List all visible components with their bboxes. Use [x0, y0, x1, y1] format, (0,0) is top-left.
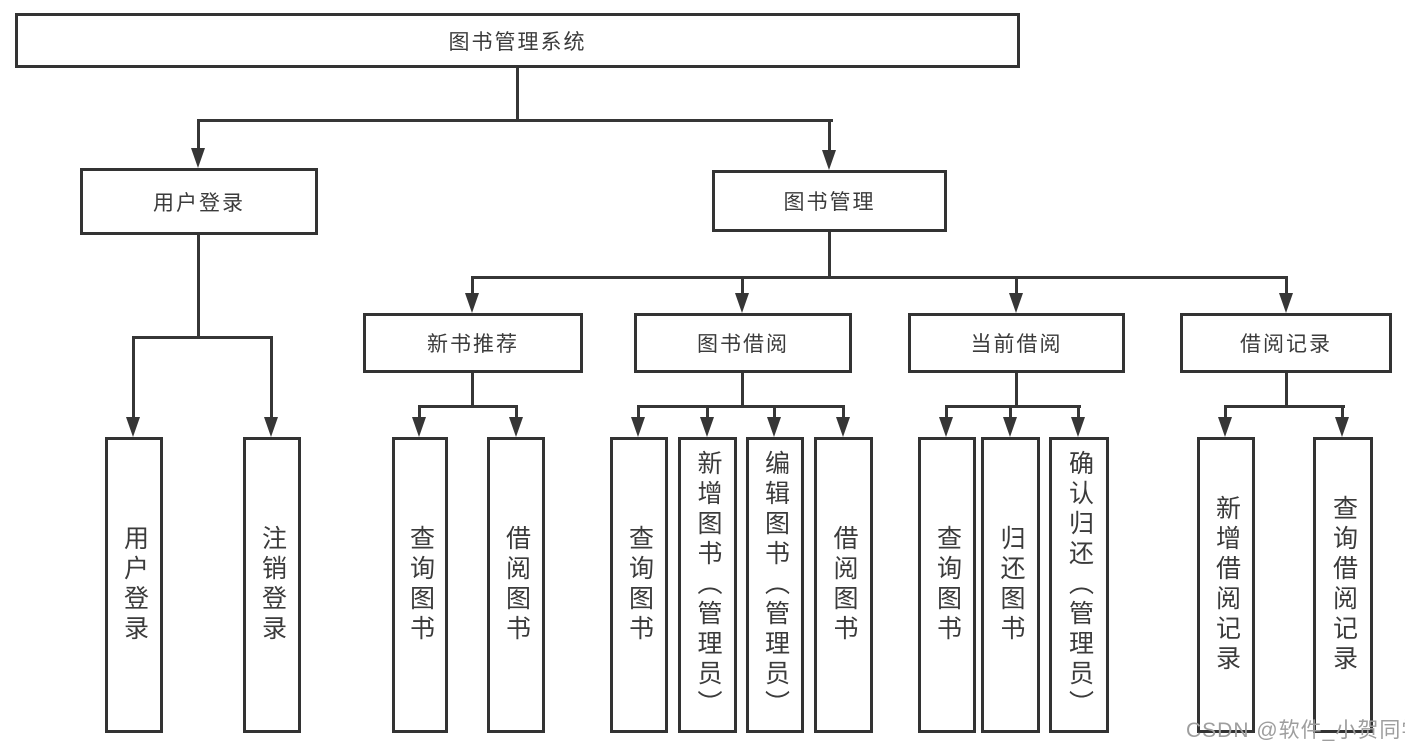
node-label: 图书管理: [783, 191, 876, 214]
node-current-borrow: 当前借阅: [908, 313, 1125, 373]
node-label: 查询图书: [625, 525, 654, 645]
leaf-br-query-record: 查询借阅记录: [1313, 437, 1373, 733]
connector-segment: [1341, 405, 1344, 421]
node-label: 查询图书: [406, 525, 435, 645]
leaf-bb-query-book: 查询图书: [610, 437, 668, 733]
leaf-bb-add-book-admin: 新增图书（管理员）: [678, 437, 737, 733]
node-label: 图书管理系统: [448, 30, 587, 54]
connector-segment: [418, 405, 421, 421]
connector-segment: [1015, 276, 1018, 296]
connector-segment: [741, 373, 744, 407]
leaf-cb-confirm-return-admin: 确认归还（管理员）: [1049, 437, 1109, 733]
connector-segment: [1224, 405, 1227, 421]
connector-segment: [1077, 405, 1080, 421]
node-label: 新增借阅记录: [1212, 495, 1241, 675]
leaf-bb-borrow-book: 借阅图书: [814, 437, 873, 733]
connector-segment: [828, 119, 831, 152]
node-label: 归还图书: [997, 525, 1025, 645]
node-label: 确认归还（管理员）: [1065, 450, 1094, 720]
connector-segment: [418, 405, 518, 408]
node-borrow-records: 借阅记录: [1180, 313, 1392, 373]
node-label: 查询图书: [933, 525, 962, 645]
arrow-down-icon: [1009, 293, 1023, 313]
node-new-book-recommend: 新书推荐: [363, 313, 583, 373]
arrow-down-icon: [126, 417, 140, 437]
node-label: 用户登录: [153, 191, 245, 215]
arrow-down-icon: [264, 417, 278, 437]
node-label: 用户登录: [120, 525, 149, 645]
arrow-down-icon: [1279, 293, 1293, 313]
connector-segment: [132, 336, 135, 421]
leaf-nbr-borrow-book: 借阅图书: [487, 437, 545, 733]
leaf-cb-query-book: 查询图书: [918, 437, 976, 733]
connector-segment: [132, 336, 273, 339]
node-label: 图书借阅: [697, 333, 789, 356]
connector-segment: [945, 405, 1081, 408]
arrow-down-icon: [939, 417, 953, 437]
node-label: 新增图书（管理员）: [694, 450, 722, 720]
leaf-cb-return-book: 归还图书: [981, 437, 1040, 733]
connector-segment: [270, 336, 273, 421]
connector-segment: [945, 405, 948, 421]
arrow-down-icon: [767, 417, 781, 437]
arrow-down-icon: [700, 417, 714, 437]
node-label: 注销登录: [258, 525, 287, 645]
node-label: 借阅图书: [830, 525, 858, 645]
connector-segment: [516, 68, 519, 122]
connector-segment: [773, 405, 776, 421]
connector-segment: [637, 405, 845, 408]
connector-segment: [1015, 373, 1018, 407]
node-label: 查询借阅记录: [1329, 495, 1358, 675]
leaf-nbr-query-book: 查询图书: [392, 437, 448, 733]
connector-segment: [197, 235, 200, 338]
arrow-down-icon: [836, 417, 850, 437]
connector-segment: [515, 405, 518, 421]
connector-segment: [471, 276, 1288, 279]
node-label: 编辑图书（管理员）: [761, 450, 790, 720]
arrow-down-icon: [1335, 417, 1349, 437]
leaf-br-add-record: 新增借阅记录: [1197, 437, 1255, 733]
node-root-library-system: 图书管理系统: [15, 13, 1020, 68]
connector-segment: [197, 119, 833, 122]
connector-segment: [706, 405, 709, 421]
connector-segment: [637, 405, 640, 421]
leaf-bb-edit-book-admin: 编辑图书（管理员）: [746, 437, 804, 733]
node-book-management: 图书管理: [712, 170, 947, 232]
arrow-down-icon: [465, 293, 479, 313]
connector-segment: [471, 373, 474, 407]
arrow-down-icon: [191, 148, 205, 168]
arrow-down-icon: [1218, 417, 1232, 437]
connector-segment: [197, 119, 200, 152]
csdn-watermark: CSDN @软件_小贺同学: [1186, 719, 1405, 742]
leaf-user-login: 用户登录: [105, 437, 163, 733]
leaf-logout: 注销登录: [243, 437, 301, 733]
node-user-login: 用户登录: [80, 168, 318, 235]
connector-segment: [1224, 405, 1345, 408]
node-label: 借阅图书: [502, 525, 531, 645]
arrow-down-icon: [1003, 417, 1017, 437]
arrow-down-icon: [735, 293, 749, 313]
arrow-down-icon: [1071, 417, 1085, 437]
connector-segment: [828, 232, 831, 278]
node-label: 当前借阅: [970, 333, 1063, 356]
arrow-down-icon: [822, 150, 836, 170]
node-book-borrow: 图书借阅: [634, 313, 852, 373]
connector-segment: [1009, 405, 1012, 421]
connector-segment: [1285, 373, 1288, 407]
connector-segment: [741, 276, 744, 296]
node-label: 借阅记录: [1240, 333, 1332, 356]
node-label: 新书推荐: [427, 333, 519, 356]
arrow-down-icon: [631, 417, 645, 437]
connector-segment: [842, 405, 845, 421]
arrow-down-icon: [412, 417, 426, 437]
connector-segment: [471, 276, 474, 296]
arrow-down-icon: [509, 417, 523, 437]
connector-segment: [1285, 276, 1288, 296]
